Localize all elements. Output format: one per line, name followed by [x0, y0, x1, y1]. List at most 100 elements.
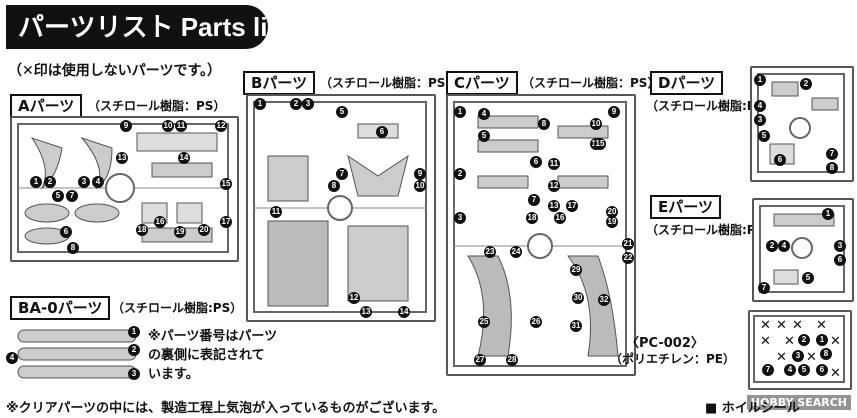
part-number: 5 — [52, 190, 64, 202]
part-number: 9 — [608, 106, 620, 118]
part-number: 5 — [802, 272, 814, 284]
frame-b: 1 2 3 5 6 7 8 9 10 11 12 13 14 — [246, 94, 436, 322]
part-number: 20 — [606, 206, 618, 218]
frame-d-label: Dパーツ — [650, 71, 724, 95]
part-number: 15 — [594, 138, 606, 150]
part-number: 4 — [92, 176, 104, 188]
part-number: 10 — [590, 118, 602, 130]
part-number: 13 — [360, 306, 372, 318]
frame-a: 1 2 3 4 5 7 6 8 9 10 11 12 13 14 15 16 1… — [10, 116, 239, 262]
part-number: 7 — [758, 282, 770, 294]
part-number: 6 — [834, 254, 846, 266]
part-number: 30 — [572, 292, 584, 304]
part-number: 10 — [414, 180, 426, 192]
part-number: 16 — [554, 212, 566, 224]
frame-b-drawing — [253, 101, 427, 313]
unused-cross-icon: ✕ — [830, 366, 841, 381]
part-number: 15 — [220, 178, 232, 190]
frame-b-label: Bパーツ — [243, 71, 316, 95]
unused-cross-icon: ✕ — [792, 318, 803, 333]
part-number: 4 — [778, 240, 790, 252]
frame-ba0-label: BA-0パーツ — [10, 296, 111, 320]
part-number: 9 — [120, 120, 132, 132]
unused-cross-icon: ✕ — [806, 350, 817, 365]
unused-cross-icon: ✕ — [760, 318, 771, 333]
part-number: 2 — [290, 98, 302, 110]
frame-d-material: （スチロール樹脂:PS） — [646, 99, 777, 113]
part-number: 1 — [816, 334, 828, 346]
part-number: 3 — [128, 368, 140, 380]
part-number: 12 — [348, 292, 360, 304]
part-number: 6 — [376, 126, 388, 138]
part-number: 2 — [798, 334, 810, 346]
unused-parts-note: （✕印は使用しないパーツです。） — [8, 63, 222, 79]
part-number: 18 — [136, 224, 148, 236]
frame-b-material: （スチロール樹脂：PS） — [320, 76, 458, 90]
part-number: 11 — [548, 158, 560, 170]
part-number: 6 — [816, 364, 828, 376]
part-number-note: ※パーツ番号はパーツ の裏側に表記されて います。 — [148, 329, 278, 382]
part-number: 13 — [548, 200, 560, 212]
unused-cross-icon: ✕ — [816, 318, 827, 333]
part-number: 19 — [606, 216, 618, 228]
part-number: 5 — [798, 364, 810, 376]
part-number: 5 — [758, 130, 770, 142]
part-number: 17 — [566, 200, 578, 212]
part-number: 6 — [60, 226, 72, 238]
frame-ba0: 1 2 3 4 — [6, 322, 142, 388]
part-number: 32 — [598, 294, 610, 306]
part-number: 6 — [774, 154, 786, 166]
part-number: 1 — [128, 326, 140, 338]
foil-sticker-label: ■ ホイルシール — [705, 401, 800, 416]
part-number: 7 — [336, 168, 348, 180]
footer-note: ※クリアパーツの中には、製造工程上気泡が入っているものがございます。 — [6, 401, 446, 416]
part-number: 6 — [530, 156, 542, 168]
part-number: 19 — [174, 226, 186, 238]
part-number: 11 — [175, 120, 187, 132]
frame-c-label: Cパーツ — [446, 71, 518, 95]
part-number: 5 — [478, 130, 490, 142]
frame-a-material: （スチロール樹脂：PS） — [88, 99, 226, 113]
part-number: 12 — [548, 180, 560, 192]
watermark: HOBBY SEARCH — [746, 395, 851, 410]
part-number: 8 — [820, 348, 832, 360]
part-number: 2 — [800, 78, 812, 90]
part-number: 4 — [478, 108, 490, 120]
part-number: 7 — [528, 194, 540, 206]
part-number: 3 — [754, 114, 766, 126]
part-number: 28 — [506, 354, 518, 366]
frame-d: 1 2 3 4 5 6 7 8 — [750, 66, 854, 182]
frame-a-drawing — [17, 123, 229, 253]
part-number: 14 — [398, 306, 410, 318]
part-number: 1 — [30, 176, 42, 188]
frame-ba0-drawing — [17, 329, 137, 379]
part-number: 16 — [154, 216, 166, 228]
part-number: 10 — [162, 120, 174, 132]
unused-cross-icon: ✕ — [830, 334, 841, 349]
part-number: 7 — [826, 148, 838, 160]
part-number: 26 — [530, 316, 542, 328]
part-number: 21 — [622, 238, 634, 250]
part-number: 1 — [454, 106, 466, 118]
frame-e-label: Eパーツ — [650, 195, 721, 219]
unused-cross-icon: ✕ — [760, 334, 771, 349]
part-number: 4 — [784, 364, 796, 376]
part-number: 9 — [414, 168, 426, 180]
part-number: 3 — [302, 98, 314, 110]
frame-pc-drawing — [753, 315, 845, 383]
part-number: 23 — [484, 246, 496, 258]
part-number: 27 — [474, 354, 486, 366]
part-number: 3 — [834, 240, 846, 252]
part-number: 12 — [215, 120, 227, 132]
part-number: 11 — [270, 206, 282, 218]
part-number: 5 — [336, 106, 348, 118]
part-number: 8 — [826, 162, 838, 174]
part-number: 8 — [328, 180, 340, 192]
frame-ba0-material: （スチロール樹脂:PS） — [112, 301, 243, 315]
page-title: パーツリスト Parts list — [6, 5, 291, 49]
part-number: 17 — [220, 216, 232, 228]
frame-e-material: （スチロール樹脂:PS） — [646, 223, 777, 237]
part-number: 14 — [178, 152, 190, 164]
frame-pc: ✕ ✕ ✕ ✕ ✕ ✕ ✕ ✕ ✕ ✕ 1 2 3 4 5 6 7 8 — [748, 310, 852, 390]
frame-pc-material: （ポリエチレン：PE） — [610, 352, 735, 366]
